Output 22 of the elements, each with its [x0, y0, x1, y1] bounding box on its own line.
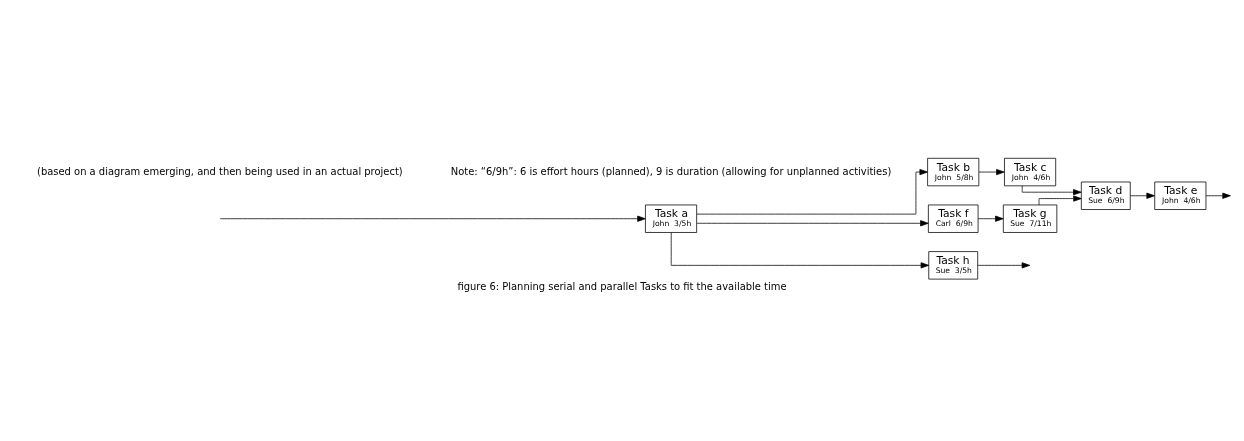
- node-box: Task f Carl 6/9h: [928, 204, 979, 233]
- node-box: Task e John 4/6h: [1154, 181, 1207, 210]
- label: (based on a diagram emerging, and then being used in an actual project): [37, 165, 403, 177]
- arrow: [696, 168, 928, 214]
- node-box: Task a John 3/5h: [645, 204, 698, 233]
- arrow: [1205, 192, 1231, 199]
- arrow: [977, 215, 1004, 222]
- caption: figure 6: Planning serial and parallel Tasks to fit the available time: [457, 280, 787, 292]
- arrow: [977, 261, 1031, 268]
- arrow: [1021, 184, 1082, 195]
- arrow: [1130, 192, 1155, 199]
- arrow: [1038, 195, 1082, 205]
- arrow: [670, 231, 930, 268]
- arrow: [696, 219, 929, 226]
- node-box: Task d Sue 6/9h: [1080, 181, 1131, 210]
- arrow: [219, 215, 646, 222]
- arrow: [978, 168, 1005, 175]
- node-box: Task h Sue 3/5h: [928, 250, 979, 279]
- label: Note: “6/9h”: 6 is effort hours (planned), 9 is duration (allowing for unplanned activities): [450, 165, 892, 177]
- node-box: Task c John 4/6h: [1004, 157, 1057, 186]
- node-box: Task b John 5/8h: [927, 157, 980, 186]
- node-box: Task g Sue 7/11h: [1002, 204, 1058, 233]
